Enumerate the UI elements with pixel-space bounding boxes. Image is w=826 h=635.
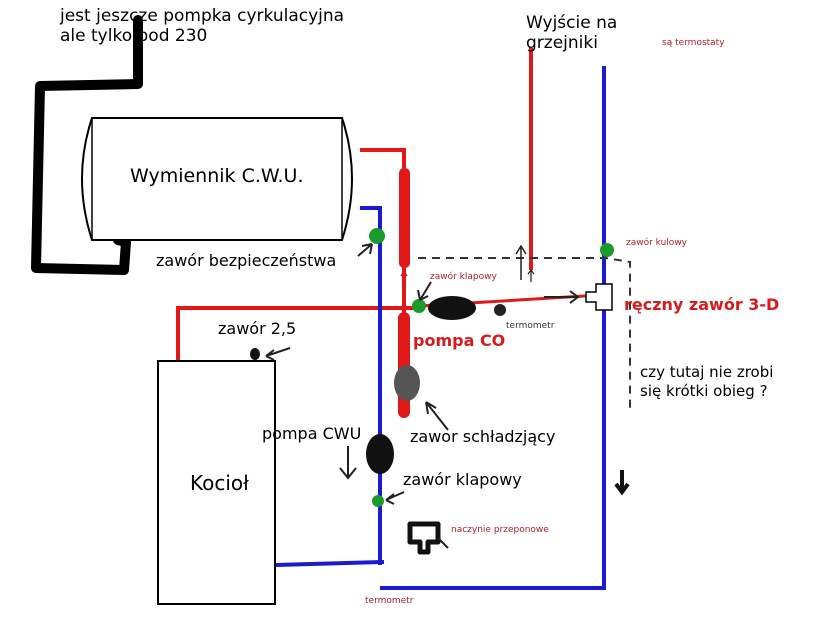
- safety-valve-label: zawór bezpieczeństwa: [156, 251, 337, 270]
- bypass-dashed-line: [418, 257, 631, 410]
- flap-valve-bottom-icon: [372, 495, 384, 507]
- thermometer-label-2: termometr: [365, 596, 414, 606]
- manual-3d-valve: [585, 283, 613, 311]
- arrow-icon-cooling: [425, 401, 449, 431]
- radiator-outlet-label: Wyjście na grzejniki: [526, 13, 618, 53]
- valve-2-5-icon: [250, 348, 260, 360]
- pump-cwu-icon: [366, 434, 394, 474]
- question-line-2: się krótki obieg ?: [640, 382, 768, 401]
- circulation-loop-pipe: [31, 15, 143, 275]
- expansion-vessel-label: naczynie przeponowe: [451, 525, 549, 535]
- supply-pipe-thick-lower: [398, 312, 410, 418]
- cooling-valve-icon: [394, 365, 420, 401]
- arrow-icon-safety: [357, 243, 373, 257]
- arrow-icon-flow-right: [544, 290, 580, 304]
- valve-2-5-label: zawór 2,5: [218, 319, 297, 338]
- arrow-icon-return-down: [614, 470, 630, 496]
- circulation-pump-note: jest jeszcze pompka cyrkulacyjna ale tyl…: [60, 6, 345, 46]
- pump-cwu-label: pompa CWU: [262, 424, 362, 443]
- return-pipe-radiators: [380, 66, 606, 590]
- arrow-icon-small-up-2: [527, 269, 535, 282]
- outlet-line-1: Wyjście na: [526, 13, 618, 33]
- thermostats-label: są termostaty: [662, 38, 725, 48]
- note-line-1: jest jeszcze pompka cyrkulacyjna: [60, 6, 345, 26]
- outlet-line-2: grzejniki: [526, 32, 598, 53]
- question-line-1: czy tutaj nie zrobi: [640, 363, 774, 381]
- arrow-icon-flow-up: [515, 244, 527, 280]
- thermometer-icon: [494, 304, 506, 316]
- boiler-body: [157, 360, 276, 605]
- heat-exchanger-label: Wymiennik C.W.U.: [130, 165, 304, 187]
- return-pipe-boiler: [275, 560, 385, 567]
- ball-valve-label: zawór kulowy: [626, 238, 688, 248]
- thermometer-label-1: termometr: [506, 321, 555, 331]
- pump-co-label: pompa CO: [413, 331, 506, 350]
- ball-valve-icon: [600, 243, 614, 257]
- arrow-icon-pump-co: [417, 281, 432, 301]
- pump-co-icon: [428, 296, 476, 320]
- supply-pipe-thick-upper: [399, 168, 410, 268]
- safety-valve-icon: [369, 228, 385, 244]
- arrow-icon-small-up: [400, 270, 408, 284]
- manual-3d-valve-label: ręczny zawór 3-D: [624, 295, 780, 314]
- cooling-valve-label: zawor schładzjący: [410, 427, 556, 446]
- note-line-2: ale tylko pod 230: [60, 25, 208, 46]
- short-circuit-question: czy tutaj nie zrobi się krótki obieg ?: [640, 363, 774, 403]
- arrow-icon-valve-2-5: [265, 347, 291, 361]
- flap-valve-icon: [412, 299, 426, 313]
- arrow-icon-vessel: [437, 537, 449, 549]
- supply-pipe-boiler: [176, 306, 420, 360]
- boiler-label: Kocioł: [190, 471, 249, 495]
- expansion-vessel-icon: [407, 521, 441, 555]
- flap-valve-bottom-label: zawór klapowy: [403, 470, 522, 489]
- arrow-icon-flap-bottom: [385, 491, 405, 505]
- arrow-icon-pump-cwu: [339, 446, 357, 480]
- flap-valve-small-label: zawór klapowy: [430, 272, 497, 282]
- return-pipe-exchanger: [360, 206, 382, 565]
